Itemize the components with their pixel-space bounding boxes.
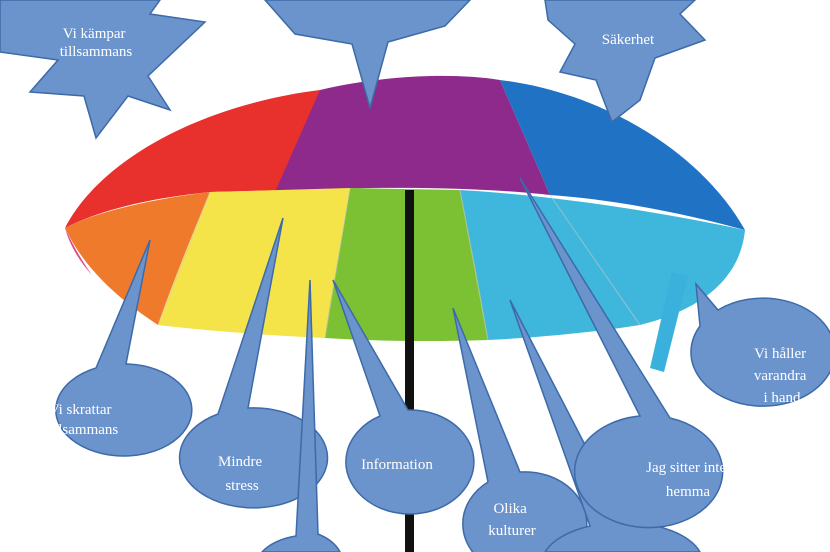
star-callouts (0, 0, 707, 140)
panel-yellow (158, 188, 350, 338)
bubble-kulturer (452, 307, 588, 552)
panel-purple (275, 75, 550, 195)
panel-blue (500, 80, 745, 230)
label-kulturer: Olika kulturer (488, 501, 535, 539)
bubble-bottom-cut (260, 279, 341, 552)
star-top-center (263, 0, 472, 111)
star-sakerhet (544, 0, 707, 124)
labels: Vi kämpar tillsammans Säkerhet Vi skratt… (46, 26, 810, 539)
star-kampar (0, 0, 207, 140)
label-haller: Vi håller varandra i hand (754, 346, 810, 406)
bubble-information (332, 279, 475, 515)
label-skrattar: Vi skrattar tillsammans (46, 402, 119, 438)
label-hemma: Jag sitter inte hemma (646, 460, 730, 500)
label-information: Information (361, 457, 433, 473)
bubble-haller (690, 281, 830, 407)
bubble-hemma (519, 177, 724, 529)
label-kampar: Vi kämpar tillsammans (60, 26, 133, 60)
panel-orange (65, 192, 210, 325)
umbrella-shaft (405, 190, 414, 552)
label-stress: Mindre stress (218, 454, 266, 494)
umbrella-strap (650, 272, 688, 372)
umbrella (65, 75, 745, 552)
label-sakerhet: Säkerhet (602, 32, 655, 48)
bubble-skrattar (55, 239, 193, 457)
bubble-callouts (55, 177, 830, 552)
panel-red (65, 90, 320, 228)
